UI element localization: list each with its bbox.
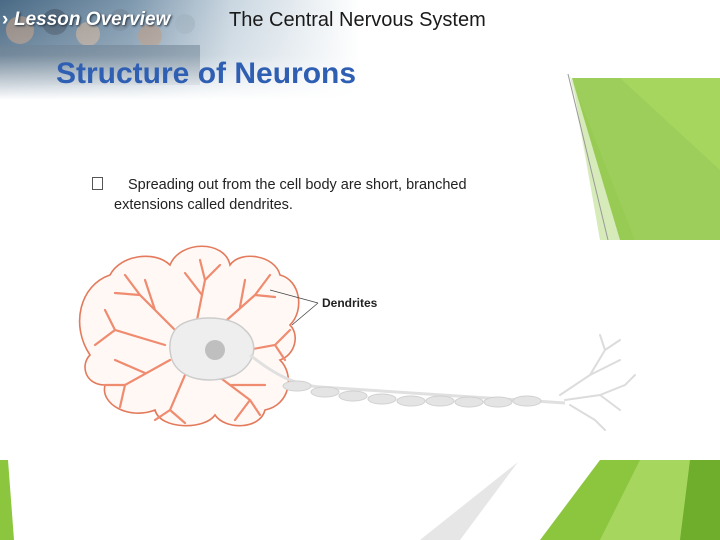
header-chevron-icon: › bbox=[2, 9, 8, 31]
bullet-box-icon bbox=[92, 177, 103, 190]
bullet-text-line1: Spreading out from the cell body are sho… bbox=[92, 175, 522, 195]
green-decoration-top bbox=[560, 70, 720, 240]
slide-title: Structure of Neurons bbox=[56, 57, 356, 91]
chapter-title: The Central Nervous System bbox=[229, 9, 486, 32]
neuron-illustration: Dendrites bbox=[60, 235, 660, 435]
lesson-label: Lesson Overview bbox=[14, 9, 170, 31]
bullet-text-line2: extensions called dendrites. bbox=[114, 195, 522, 215]
bullet-item: Spreading out from the cell body are sho… bbox=[92, 175, 522, 215]
green-decoration-bottom bbox=[0, 460, 720, 540]
nucleus bbox=[205, 340, 225, 360]
dendrites-label: Dendrites bbox=[322, 296, 378, 310]
axon-terminal bbox=[560, 335, 635, 430]
